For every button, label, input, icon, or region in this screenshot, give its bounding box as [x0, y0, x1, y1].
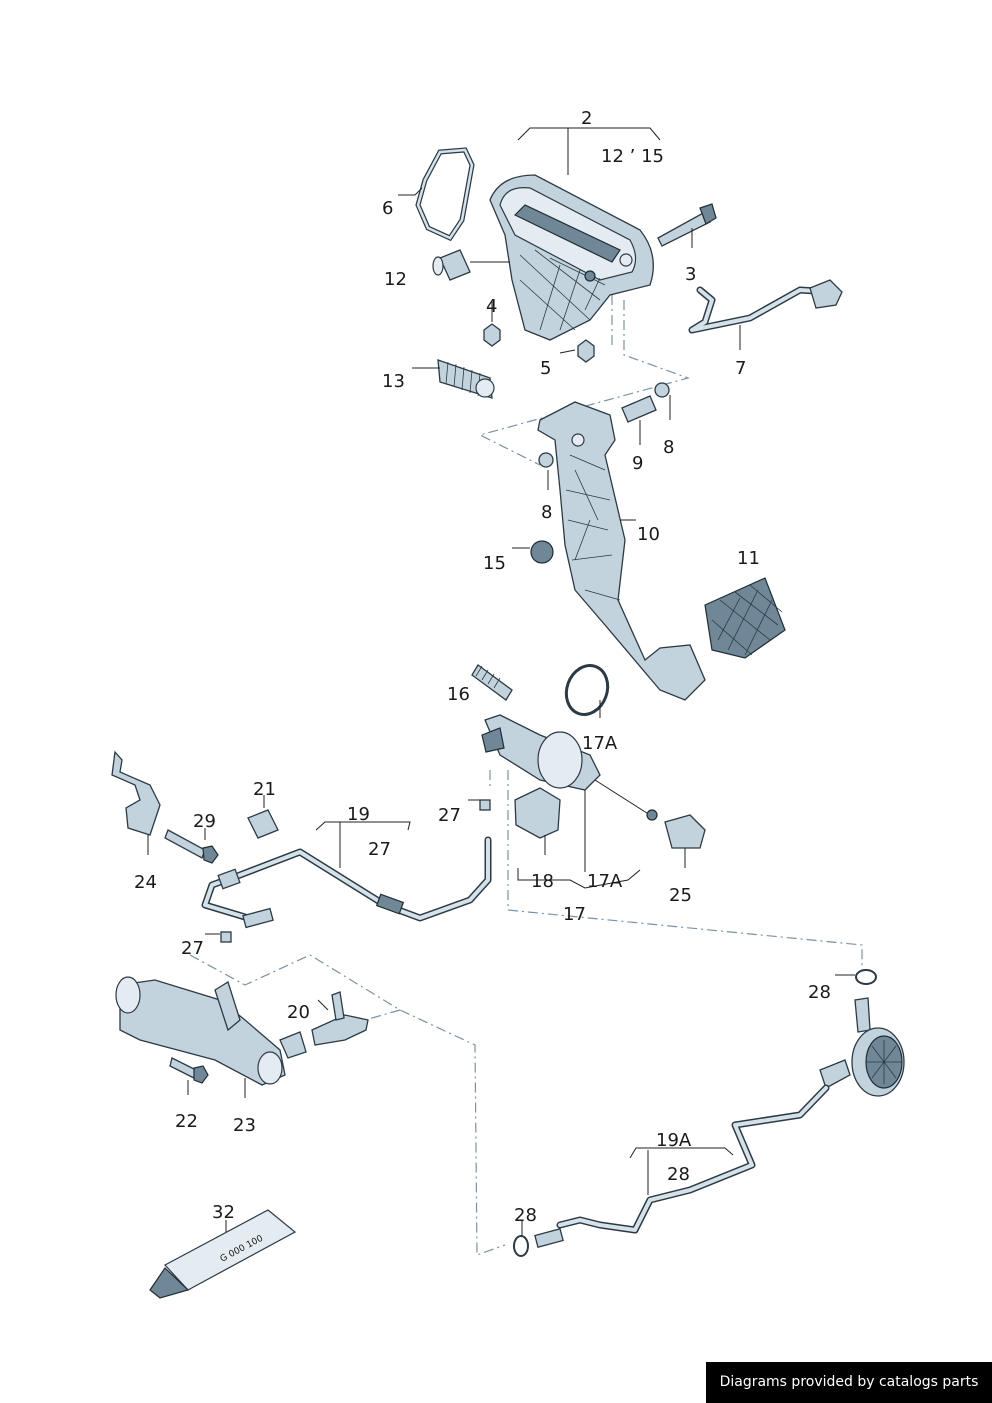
bolt — [657, 203, 717, 247]
callout-23: 23 — [233, 1115, 256, 1136]
callout-3: 3 — [685, 264, 696, 285]
callout-5: 5 — [540, 358, 551, 379]
callout-8b: 8 — [541, 502, 552, 523]
o-ring-17a — [564, 664, 610, 716]
pedal-bracket — [489, 174, 654, 341]
footer-credit: Diagrams provided by catalogs parts — [706, 1362, 992, 1403]
rubber-pad — [530, 540, 554, 564]
callout-28c: 28 — [514, 1205, 537, 1226]
callout-19: 19 — [347, 804, 370, 825]
callout-9: 9 — [632, 453, 643, 474]
callout-6: 6 — [382, 198, 393, 219]
bracket-rod — [688, 279, 843, 334]
nut-4 — [483, 323, 501, 347]
callout-28a: 28 — [808, 982, 831, 1003]
cap-27a — [479, 799, 491, 811]
hose-19 — [201, 836, 492, 929]
clutch-pedal — [537, 401, 706, 701]
seal-28a — [855, 969, 877, 985]
sleeve — [621, 395, 657, 423]
callout-15: 15 — [483, 553, 506, 574]
callout-12: 12 — [384, 269, 407, 290]
callout-17a-top: 17A — [582, 733, 618, 754]
callout-32: 32 — [212, 1202, 235, 1223]
callout-27b: 27 — [368, 839, 391, 860]
callout-19a: 19A — [656, 1130, 692, 1151]
seal-28c — [513, 1235, 529, 1257]
pipe-19a — [534, 1084, 830, 1248]
bushing-8a — [654, 382, 670, 398]
gasket — [415, 147, 475, 242]
callouts: 2 12 ’ 15 6 12 3 4 7 5 13 8 9 8 10 15 11… — [134, 108, 831, 1226]
callout-27a: 27 — [438, 805, 461, 826]
release-bearing — [819, 997, 905, 1097]
callout-11: 11 — [737, 548, 760, 569]
nut-5 — [577, 339, 595, 363]
callout-27c: 27 — [181, 938, 204, 959]
callout-20: 20 — [287, 1002, 310, 1023]
bolt-22-head — [193, 1065, 209, 1084]
leader-lines — [147, 127, 855, 1236]
callout-10: 10 — [637, 524, 660, 545]
callout-16: 16 — [447, 684, 470, 705]
callout-17: 17 — [563, 904, 586, 925]
callout-17a-bottom: 17A — [587, 871, 623, 892]
callout-4: 4 — [486, 296, 497, 317]
t-fitting — [311, 991, 369, 1046]
callout-2: 2 — [581, 108, 592, 129]
spring — [437, 359, 495, 399]
clip-25 — [664, 814, 706, 849]
assembly-dash-lines — [189, 295, 863, 1256]
callout-12-15: 12 ’ 15 — [601, 146, 664, 167]
callout-28b: 28 — [667, 1164, 690, 1185]
bracket-18 — [514, 787, 561, 839]
callout-24: 24 — [134, 872, 157, 893]
callout-8a: 8 — [663, 437, 674, 458]
callout-29: 29 — [193, 811, 216, 832]
bracket-24 — [111, 750, 161, 836]
callout-25: 25 — [669, 885, 692, 906]
bushing — [432, 249, 471, 281]
callout-18: 18 — [531, 871, 554, 892]
grease-tube: G 000 100 — [149, 1209, 297, 1299]
bushing-8b — [538, 452, 554, 468]
callout-13: 13 — [382, 371, 405, 392]
bolt-29 — [164, 829, 206, 859]
bolt-22 — [169, 1057, 197, 1079]
pedal-cover — [704, 577, 786, 659]
cap-27b — [220, 931, 232, 943]
spring-16 — [471, 664, 513, 701]
callout-22: 22 — [175, 1111, 198, 1132]
clip-21 — [247, 809, 279, 839]
callout-21: 21 — [253, 779, 276, 800]
callout-7: 7 — [735, 358, 746, 379]
bolt-29-head — [202, 845, 219, 864]
slave-cylinder — [115, 976, 307, 1086]
master-cylinder — [481, 714, 658, 821]
